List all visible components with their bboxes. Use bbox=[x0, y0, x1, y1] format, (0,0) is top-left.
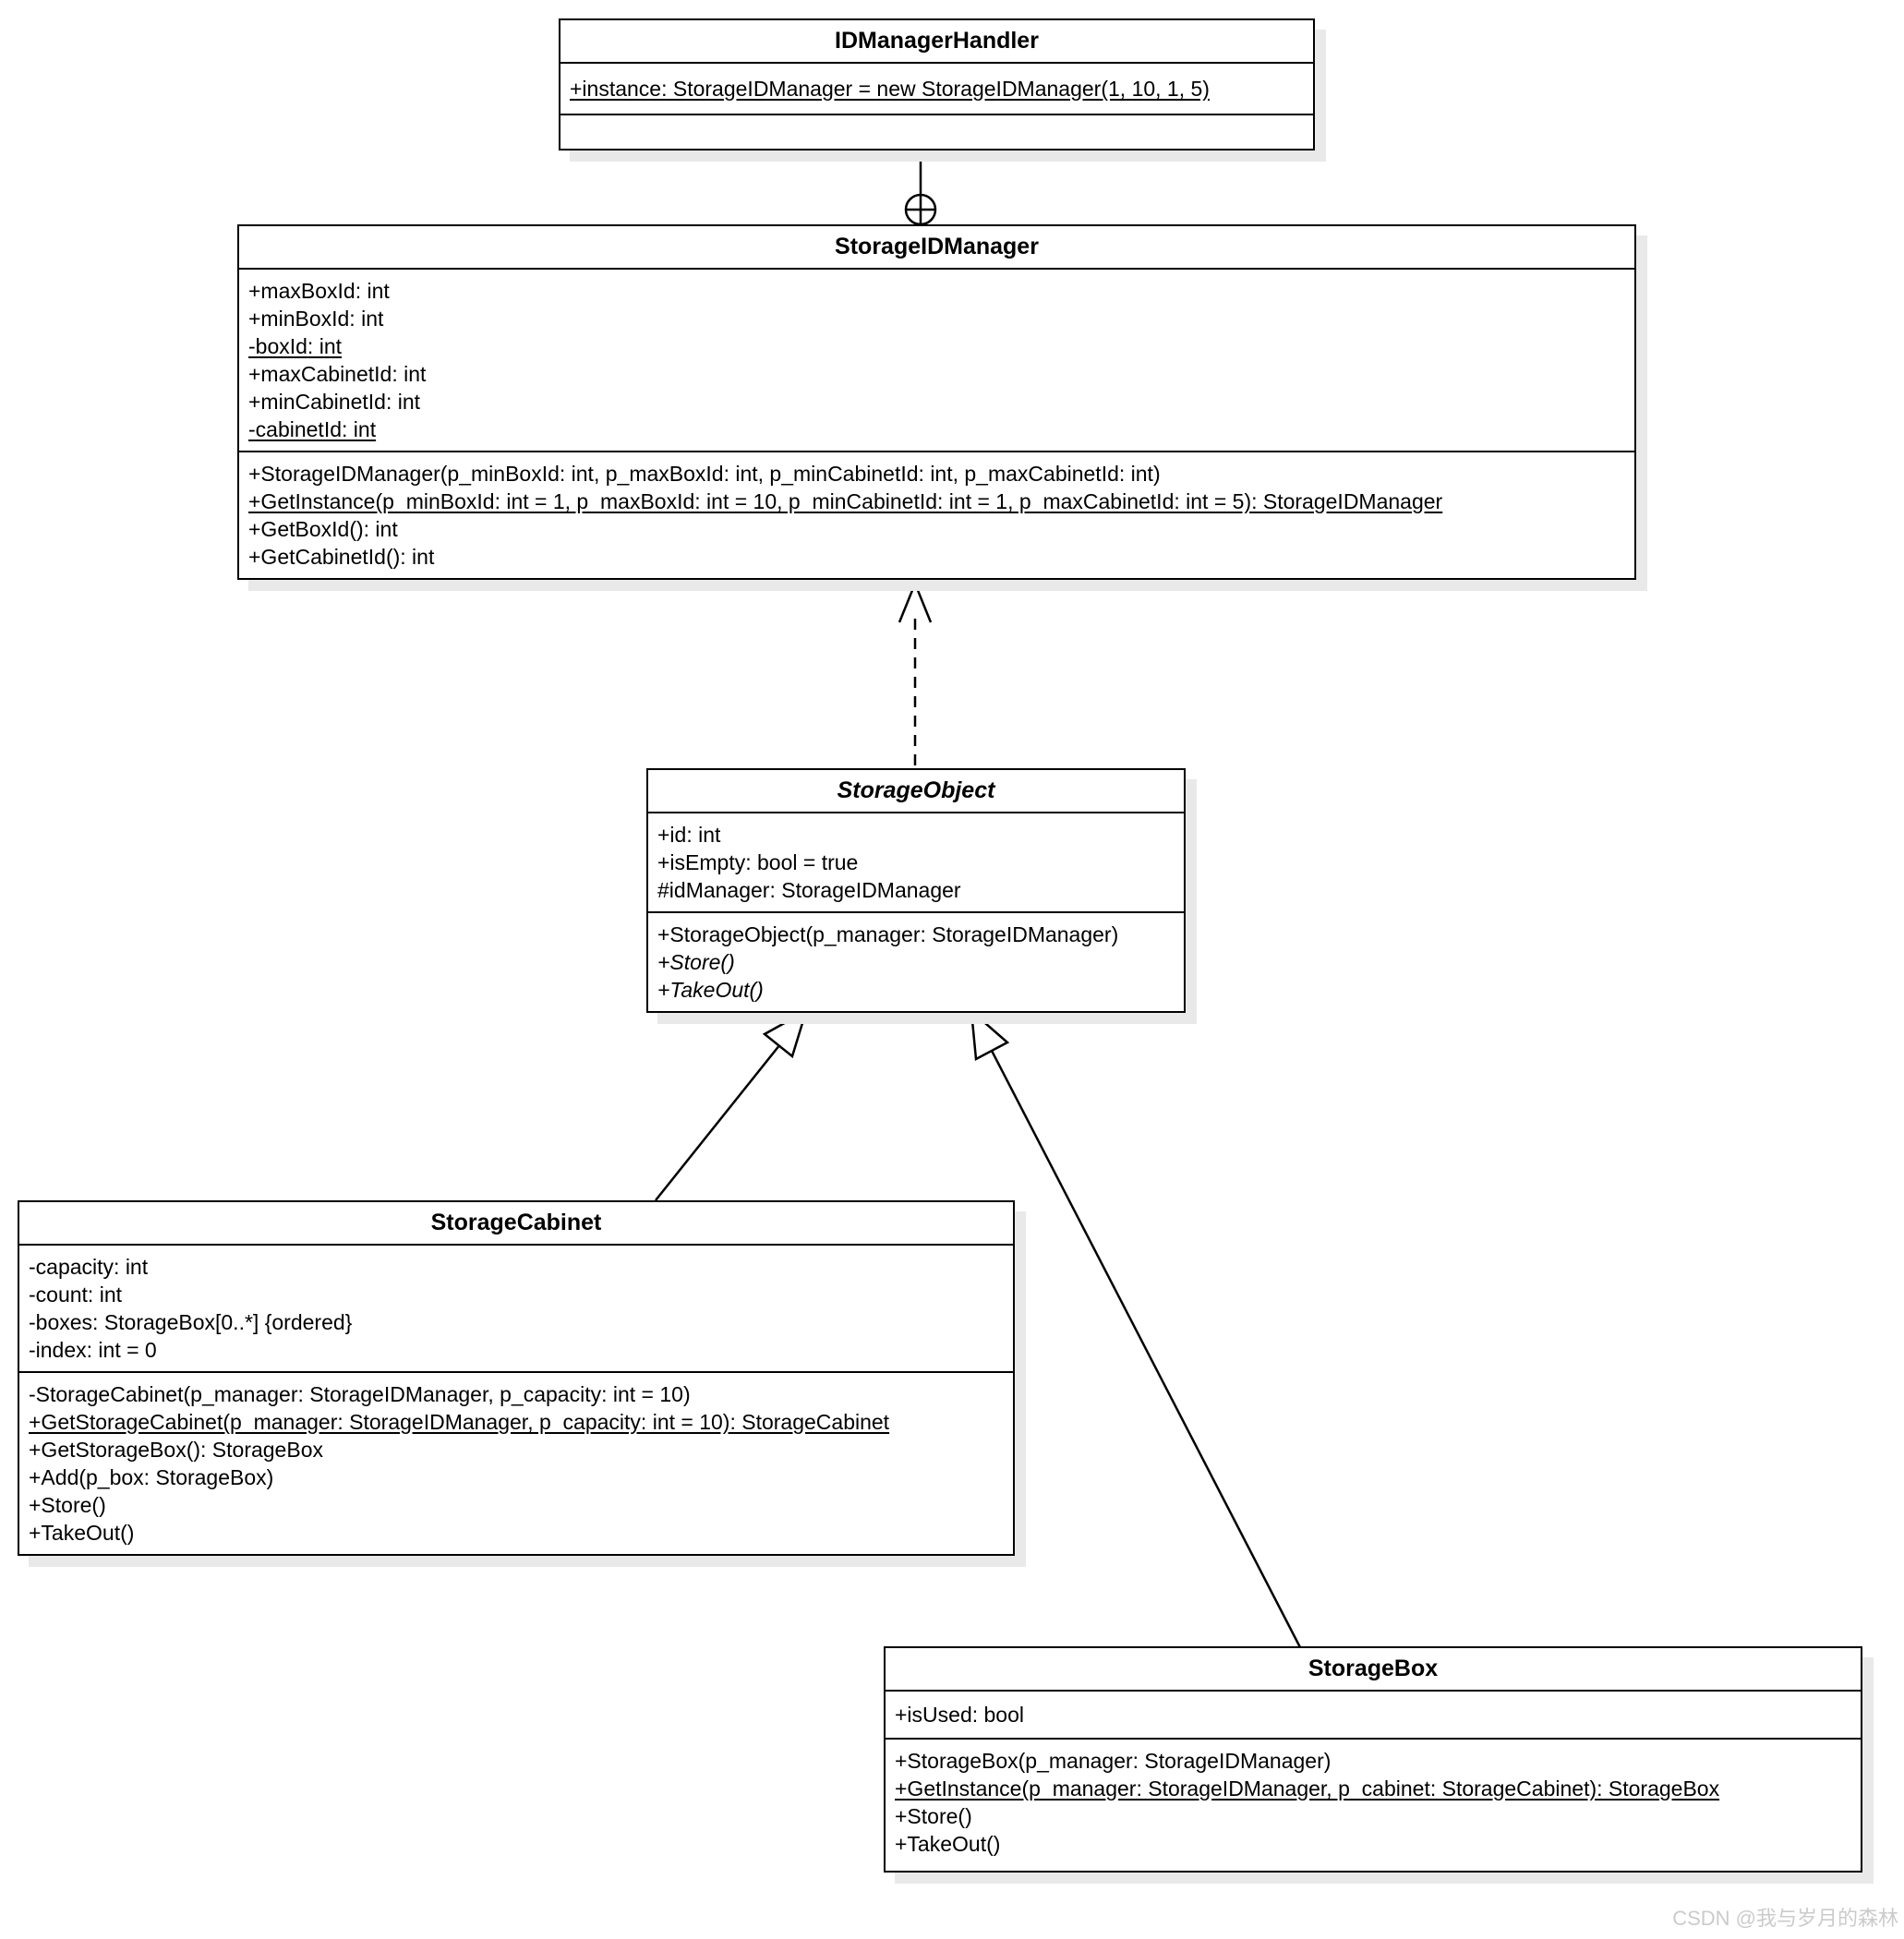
class-box-storageobject: StorageObject +id: int +isEmpty: bool = … bbox=[646, 768, 1186, 1013]
method: +GetBoxId(): int bbox=[248, 517, 398, 541]
generalization-arrow-storagecabinet bbox=[655, 1008, 809, 1201]
method: +StorageBox(p_manager: StorageIDManager) bbox=[895, 1749, 1332, 1773]
method: +GetCabinetId(): int bbox=[248, 545, 435, 569]
methods-section: +StorageBox(p_manager: StorageIDManager)… bbox=[886, 1738, 1861, 1871]
attributes-section: +id: int +isEmpty: bool = true #idManage… bbox=[648, 812, 1184, 911]
class-box-idmanagerhandler: IDManagerHandler +instance: StorageIDMan… bbox=[559, 18, 1315, 151]
attribute: +isUsed: bool bbox=[895, 1703, 1024, 1727]
class-box-storageidmanager: StorageIDManager +maxBoxId: int +minBoxI… bbox=[237, 224, 1636, 580]
containment-connector bbox=[904, 151, 937, 226]
methods-section: +StorageIDManager(p_minBoxId: int, p_max… bbox=[239, 451, 1634, 578]
attributes-section: +instance: StorageIDManager = new Storag… bbox=[560, 62, 1313, 114]
class-title: StorageCabinet bbox=[430, 1210, 602, 1235]
attribute: -boxes: StorageBox[0..*] {ordered} bbox=[29, 1310, 353, 1334]
class-box-storagebox: StorageBox +isUsed: bool +StorageBox(p_m… bbox=[884, 1646, 1862, 1873]
attribute: +instance: StorageIDManager = new Storag… bbox=[570, 77, 1210, 101]
attribute: +minCabinetId: int bbox=[248, 390, 421, 414]
attribute: +id: int bbox=[657, 823, 721, 847]
attributes-section: +maxBoxId: int +minBoxId: int -boxId: in… bbox=[239, 268, 1634, 451]
attribute: +maxCabinetId: int bbox=[248, 362, 427, 386]
attribute: -capacity: int bbox=[29, 1255, 149, 1279]
method: +Store() bbox=[657, 950, 735, 974]
class-title: IDManagerHandler bbox=[835, 28, 1039, 54]
method: +StorageIDManager(p_minBoxId: int, p_max… bbox=[248, 462, 1161, 486]
attribute: #idManager: StorageIDManager bbox=[657, 878, 961, 902]
circle-plus-icon bbox=[904, 193, 937, 226]
methods-section: +StorageObject(p_manager: StorageIDManag… bbox=[648, 911, 1184, 1011]
attribute: -boxId: int bbox=[248, 334, 342, 358]
attribute: +minBoxId: int bbox=[248, 307, 384, 331]
method: +GetStorageCabinet(p_manager: StorageIDM… bbox=[29, 1410, 890, 1434]
hollow-triangle-icon bbox=[970, 1007, 1010, 1061]
class-title: StorageIDManager bbox=[835, 234, 1039, 259]
attribute: -index: int = 0 bbox=[29, 1338, 157, 1362]
generalization-arrow-storagebox bbox=[970, 1007, 1304, 1652]
attribute: +isEmpty: bool = true bbox=[657, 850, 859, 874]
method: +GetInstance(p_minBoxId: int = 1, p_maxB… bbox=[248, 489, 1443, 513]
class-box-storagecabinet: StorageCabinet -capacity: int -count: in… bbox=[18, 1200, 1015, 1556]
attributes-section: -capacity: int -count: int -boxes: Stora… bbox=[19, 1244, 1013, 1371]
methods-section bbox=[560, 114, 1313, 149]
csdn-watermark: CSDN @我与岁月的森林 bbox=[1672, 1907, 1898, 1930]
class-title: StorageObject bbox=[837, 777, 995, 803]
method: +TakeOut() bbox=[657, 978, 764, 1002]
method: +TakeOut() bbox=[29, 1521, 135, 1545]
dependency-arrow bbox=[898, 580, 933, 765]
attributes-section: +isUsed: bool bbox=[886, 1690, 1861, 1738]
method: +Add(p_box: StorageBox) bbox=[29, 1465, 274, 1489]
method: +GetStorageBox(): StorageBox bbox=[29, 1438, 323, 1462]
open-arrowhead-icon bbox=[898, 580, 933, 623]
class-title: StorageBox bbox=[1307, 1656, 1439, 1681]
methods-section: -StorageCabinet(p_manager: StorageIDMana… bbox=[19, 1371, 1013, 1554]
hollow-triangle-icon bbox=[762, 1008, 809, 1059]
method: +TakeOut() bbox=[895, 1832, 1001, 1856]
method: +StorageObject(p_manager: StorageIDManag… bbox=[657, 922, 1119, 946]
method: +GetInstance(p_manager: StorageIDManager… bbox=[895, 1776, 1720, 1800]
attribute: -count: int bbox=[29, 1283, 122, 1307]
attribute: +maxBoxId: int bbox=[248, 279, 390, 303]
method: +Store() bbox=[895, 1804, 972, 1828]
method: -StorageCabinet(p_manager: StorageIDMana… bbox=[29, 1382, 691, 1406]
method: +Store() bbox=[29, 1493, 106, 1517]
attribute: -cabinetId: int bbox=[248, 417, 377, 441]
